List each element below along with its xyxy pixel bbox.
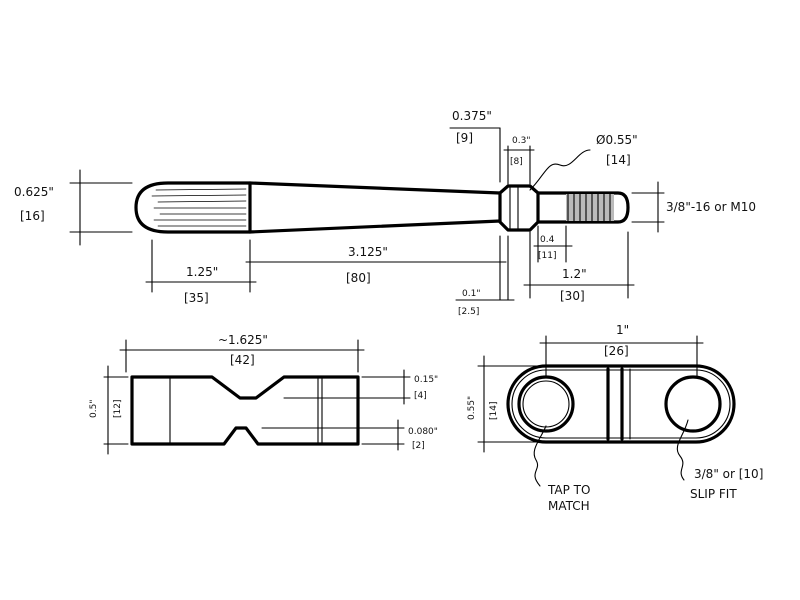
dim-thread-length [523, 231, 635, 299]
dim-neck-width [503, 145, 535, 185]
dim-thread-start-mm: [11] [538, 251, 556, 261]
leader-slip-fit [676, 419, 689, 481]
block-side-outline [130, 375, 360, 446]
dim-notch-top-mm: [4] [414, 391, 427, 401]
dim-block-length-mm: [42] [230, 353, 255, 367]
dim-notch-top-in: 0.15" [414, 375, 438, 385]
clamp-inner-outline [511, 369, 731, 439]
dim-thread-length-mm: [30] [560, 289, 585, 303]
dim-block-height-in: 0.5" [89, 400, 99, 418]
note-slip-line2: SLIP FIT [690, 487, 737, 501]
dim-block-length [119, 339, 365, 373]
dim-taper-length-mm: [80] [346, 271, 371, 285]
dim-notch-bottom-mm: [2] [412, 441, 425, 451]
dim-collar-diameter-in: Ø0.55" [596, 133, 638, 147]
dim-block-length-in: ~1.625" [218, 333, 268, 347]
leader-collar-diameter [529, 149, 591, 191]
leader-tap-to-match [533, 425, 547, 487]
grip-knurl-hatching [151, 188, 247, 227]
dim-clamp-width-mm: [14] [489, 402, 499, 420]
dim-hole-spacing-in: 1" [616, 323, 629, 337]
dim-notch-top [283, 369, 411, 405]
handle-thread-stud [536, 191, 630, 224]
dim-collar-offset [449, 127, 501, 183]
thread-callout: 3/8"-16 or M10 [666, 200, 756, 214]
dim-grip-length [145, 239, 257, 293]
tapped-hole [517, 375, 575, 433]
dim-block-height-mm: [12] [113, 400, 123, 418]
handle-grip-outline [134, 181, 252, 234]
dim-notch-bottom-in: 0.080" [408, 427, 438, 437]
dim-hole-spacing [539, 335, 704, 377]
note-tap-line2: MATCH [548, 499, 590, 513]
dim-collar-diameter-mm: [14] [606, 153, 631, 167]
dim-grip-length-in: 1.25" [186, 265, 218, 279]
dim-gap-in: 0.1" [462, 289, 480, 299]
dim-handle-diameter [69, 169, 133, 246]
dim-taper-length [245, 235, 507, 301]
dim-handle-diameter-in: 0.625" [14, 185, 54, 199]
dim-hole-spacing-mm: [26] [604, 344, 629, 358]
dim-thread-height [631, 181, 665, 233]
dim-clamp-width-in: 0.55" [467, 396, 477, 420]
tapped-hole-inner [522, 380, 570, 428]
dim-neck-width-mm: [8] [510, 157, 523, 167]
dim-handle-diameter-mm: [16] [20, 209, 45, 223]
dim-collar-offset-mm: [9] [456, 131, 473, 145]
dim-gap [455, 235, 515, 301]
dim-thread-length-in: 1.2" [562, 267, 587, 281]
dim-grip-length-mm: [35] [184, 291, 209, 305]
dim-thread-start-in: 0.4 [540, 235, 555, 245]
dim-taper-length-in: 3.125" [348, 245, 388, 259]
dim-collar-offset-in: 0.375" [452, 109, 492, 123]
dim-block-height [103, 365, 129, 455]
dim-notch-bottom [261, 419, 405, 451]
clamp-outline [506, 364, 736, 444]
handle-part: 0.625" [16] 1.25" [35] 3.125" [80] 0.375… [14, 109, 756, 317]
dim-neck-width-in: 0.3" [512, 136, 530, 146]
handle-collar [498, 184, 540, 232]
thread-lines [566, 193, 614, 222]
handle-taper-shaft [248, 181, 502, 234]
clamp-top-view: 1" [26] 0.55" [14] TAP TO MATCH 3/8" or … [467, 323, 763, 513]
block-side-view: ~1.625" [42] 0.5" [12] 0.15" [4] 0.080" … [89, 333, 438, 455]
dim-thread-start [533, 225, 573, 263]
dim-gap-mm: [2.5] [458, 307, 479, 317]
note-slip-line1: 3/8" or [10] [694, 467, 763, 481]
slip-fit-hole [664, 375, 722, 433]
clamp-slot-lines [606, 367, 631, 441]
dim-clamp-width [477, 355, 539, 453]
note-tap-line1: TAP TO [547, 483, 590, 497]
